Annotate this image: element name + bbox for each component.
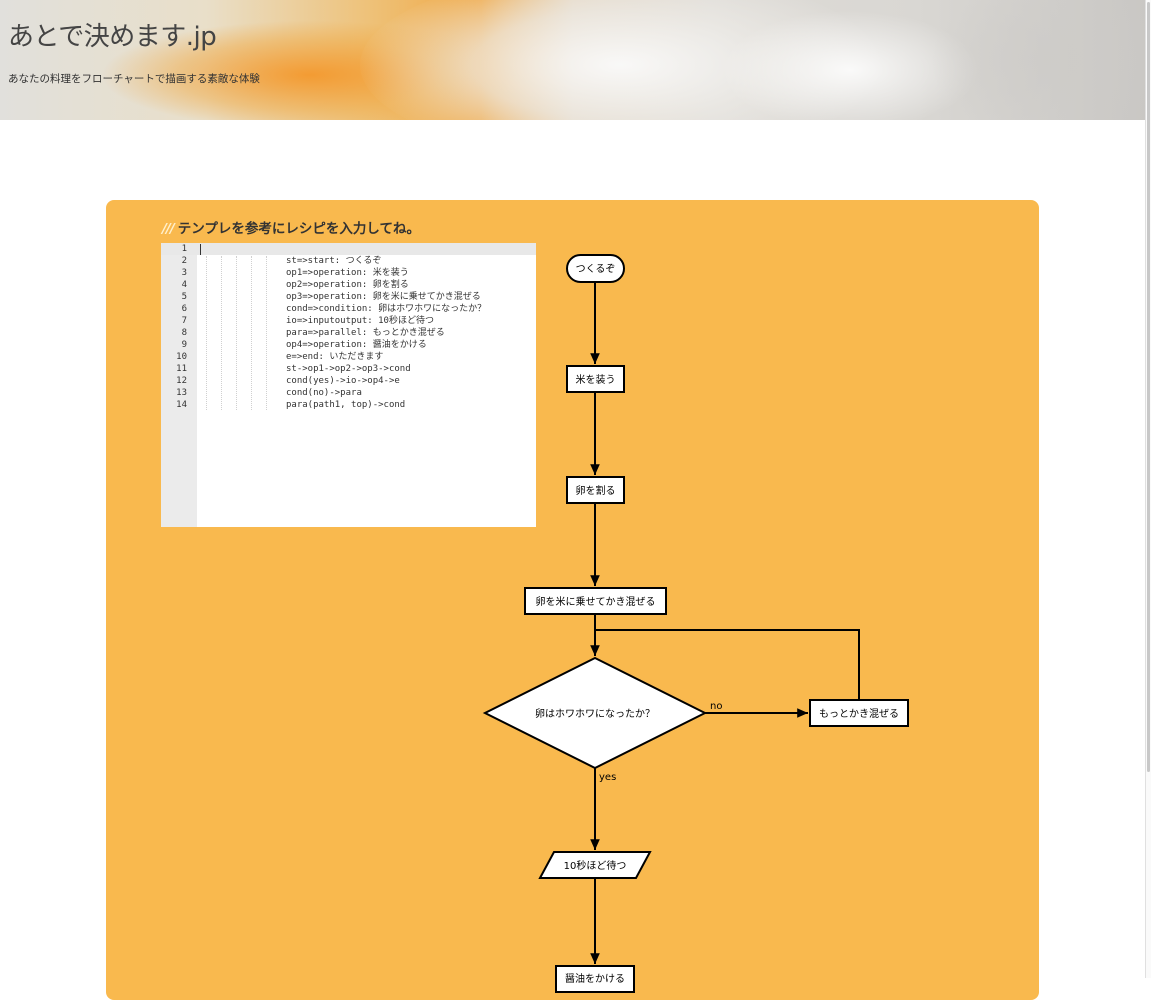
scrollbar-thumb[interactable]: [1147, 2, 1150, 772]
panel-heading-text: テンプレを参考にレシピを入力してね。: [177, 221, 420, 237]
editor-gutter: [161, 243, 197, 527]
flow-op1-node: [566, 365, 625, 393]
editor-cursor: [200, 244, 201, 255]
flow-op1-label: 米を装う: [576, 373, 616, 386]
header-hero-image: あとで決めます.jp あなたの料理をフローチャートで描画する素敵な体験: [0, 0, 1146, 120]
flow-op3-node: [524, 587, 667, 615]
editor-code-line[interactable]: op3=>operation: 卵を米に乗せてかき混ぜる: [286, 292, 481, 302]
indent-guide: [206, 256, 207, 410]
editor-line-number: 5: [181, 292, 187, 302]
indent-guide: [266, 256, 267, 410]
flowchart: つくるぞ 米を装う 卵を割る 卵を米に乗せてかき混ぜる 卵はホワホワになったか？…: [482, 254, 909, 993]
editor-active-line: [161, 243, 536, 255]
page-scrollbar[interactable]: [1145, 0, 1151, 978]
flow-io-node: [538, 851, 652, 879]
flow-op2-node: [566, 476, 625, 504]
editor-line-number: 7: [181, 316, 187, 326]
flow-parallel-node: [809, 699, 909, 727]
editor-line-number: 3: [181, 268, 187, 278]
editor-code-line[interactable]: st->op1->op2->op3->cond: [286, 364, 411, 374]
editor-code-line[interactable]: cond=>condition: 卵はホワホワになったか？: [286, 304, 487, 314]
flow-io-label: 10秒ほど待つ: [564, 859, 627, 872]
editor-line-number: 8: [181, 328, 187, 338]
hero-shadow-shape: [930, 0, 1146, 120]
editor-code-line[interactable]: op1=>operation: 米を装う: [286, 268, 409, 278]
editor-line-number: 2: [181, 256, 187, 266]
editor-code-line[interactable]: cond(no)->para: [286, 388, 362, 398]
flow-parallel-label: もっとかき混ぜる: [819, 708, 899, 720]
flow-start-label: つくるぞ: [576, 263, 616, 275]
flow-op4-label: 醤油をかける: [565, 972, 625, 985]
editor-line-number: 9: [181, 340, 187, 350]
panel-heading: ///テンプレを参考にレシピを入力してね。: [162, 217, 420, 237]
flow-op2-label: 卵を割る: [576, 484, 616, 497]
editor-line-number: 12: [176, 376, 187, 386]
editor-code-line[interactable]: cond(yes)->io->op4->e: [286, 376, 400, 386]
flow-op3-label: 卵を米に乗せてかき混ぜる: [536, 595, 656, 608]
editor-code-line[interactable]: st=>start: つくるぞ: [286, 256, 382, 266]
editor-line-number: 1: [181, 244, 187, 254]
editor-line-number: 13: [176, 388, 187, 398]
editor-code-line[interactable]: op4=>operation: 醤油をかける: [286, 340, 427, 350]
editor-code-line[interactable]: para(path1, top)->cond: [286, 400, 406, 410]
flow-no-label: no: [710, 701, 722, 712]
indent-guide: [251, 256, 252, 410]
site-title[interactable]: あとで決めます.jp: [8, 22, 217, 52]
editor-line-number: 6: [181, 304, 187, 314]
heading-slash-mark: ///: [162, 221, 175, 237]
editor-line-number: 11: [176, 364, 187, 374]
editor-code-line[interactable]: para=>parallel: もっとかき混ぜる: [286, 328, 445, 338]
flow-condition-node: [482, 656, 708, 770]
indent-guide: [236, 256, 237, 410]
flow-start-node: [566, 254, 625, 283]
editor-code-line[interactable]: op2=>operation: 卵を割る: [286, 280, 409, 290]
indent-guide: [221, 256, 222, 410]
editor-code-line[interactable]: io=>inputoutput: 10秒ほど待つ: [286, 316, 434, 326]
flow-loop-back: [595, 629, 860, 700]
flow-yes-label: yes: [599, 772, 616, 783]
editor-line-number: 14: [176, 400, 187, 410]
site-subtitle: あなたの料理をフローチャートで描画する素敵な体験: [8, 73, 260, 85]
flow-condition-label: 卵はホワホワになったか？: [535, 708, 655, 720]
editor-code-line[interactable]: e=>end: いただきます: [286, 352, 384, 362]
editor-line-number: 10: [176, 352, 187, 362]
editor-line-number: 4: [181, 280, 187, 290]
